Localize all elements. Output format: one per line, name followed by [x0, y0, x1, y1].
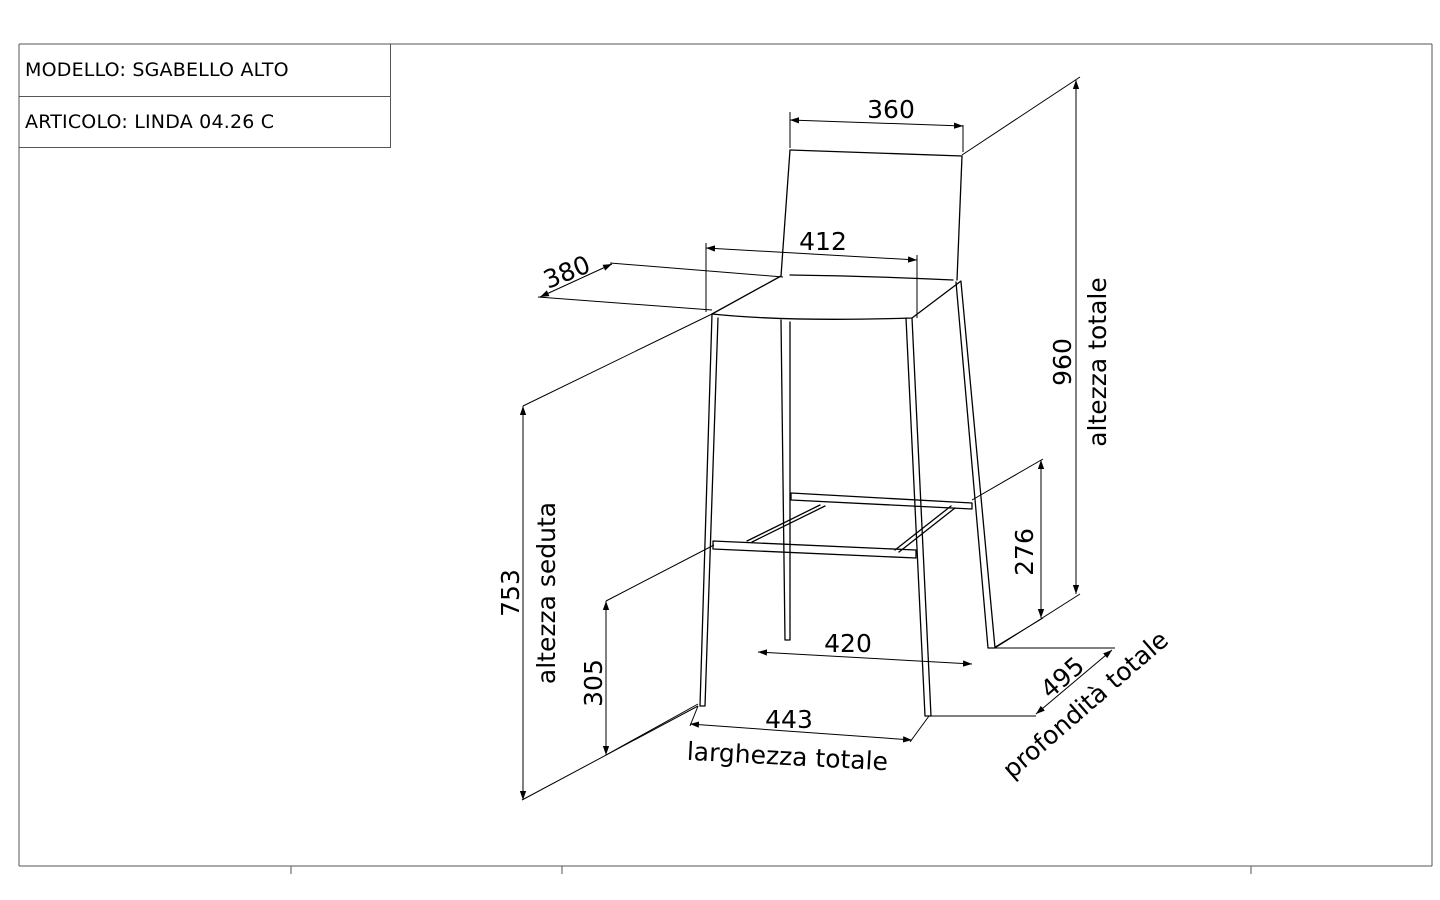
dim-443-label: larghezza totale	[686, 737, 889, 776]
seat-outline	[711, 275, 962, 320]
drawing-frame	[18, 43, 1433, 874]
dim-495-label: profondità totale	[997, 625, 1174, 784]
dim-753-label: altezza seduta	[532, 502, 561, 684]
dim-443-value: 443	[765, 705, 813, 734]
front-right-leg	[905, 317, 932, 717]
dim-960-value: 960	[1048, 338, 1077, 386]
right-footrest-bar	[894, 505, 956, 553]
rear-right-leg	[955, 281, 996, 649]
left-footrest-bar	[746, 504, 826, 543]
dim-360-value: 360	[867, 95, 915, 124]
rear-footrest	[790, 492, 973, 510]
article-line: ARTICOLO: LINDA 04.26 C	[25, 111, 275, 133]
backrest-outline	[789, 149, 963, 157]
dim-960-label: altezza totale	[1083, 277, 1112, 447]
rear-left-leg	[780, 319, 791, 641]
front-left-leg	[699, 313, 719, 707]
front-footrest	[712, 540, 917, 559]
model-line: MODELLO: SGABELLO ALTO	[25, 59, 289, 81]
dim-420-value: 420	[824, 629, 872, 658]
dim-305-value: 305	[579, 659, 608, 707]
dim-380-value: 380	[539, 250, 594, 295]
dim-276-value: 276	[1010, 528, 1039, 576]
dimension-labels: 360 412 380 960 altezza totale 753 altez…	[496, 95, 1174, 784]
title-block: MODELLO: SGABELLO ALTO ARTICOLO: LINDA 0…	[19, 44, 391, 148]
dim-412-value: 412	[799, 227, 847, 256]
title-block-divider	[19, 96, 391, 97]
dim-753-value: 753	[496, 569, 525, 617]
dimension-lines	[519, 76, 1115, 801]
stool-drawing	[699, 149, 996, 717]
